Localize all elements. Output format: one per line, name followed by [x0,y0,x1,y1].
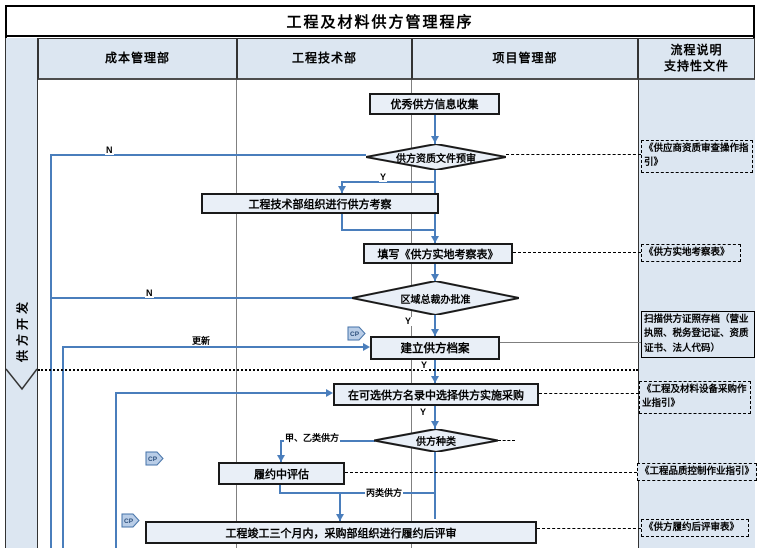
connector-merge-h [279,492,436,494]
phase-band [5,38,38,548]
checkpoint-tag-1: CP [347,326,366,341]
arrow-reselect-into-box5 [326,389,333,397]
docref-field-inspection-form: 《供方实地考察表》 [641,244,741,263]
checkpoint-label: CP [124,518,134,525]
edge-label-class-c: 丙类供方 [365,488,404,498]
docref-connector-1 [506,154,641,155]
edge-label-yes-2: Y [404,316,413,326]
edge-label-update: 更新 [191,336,212,346]
connector-update-h [62,346,364,348]
process-organize-supplier-inspection: 工程技术部组织进行供方考察 [201,193,439,214]
lane-header-project-dept: 项目管理部 [412,38,638,80]
arrow-into-box4 [431,329,439,336]
process-label: 工程竣工三个月内，采购部组织进行履约后评审 [225,527,457,540]
lane-header-label: 成本管理部 [104,50,170,65]
process-create-supplier-file: 建立供方档案 [370,336,500,360]
process-label: 在可选供方名录中选择供方实施采购 [348,389,524,402]
arrow-into-box2 [338,186,346,193]
edge-label-class-ab: 甲、乙类供方 [284,433,341,443]
phase-band-chevron [5,368,38,391]
connector-box6-out-v [279,485,281,494]
process-select-supplier-procure: 在可选供方名录中选择供方实施采购 [333,383,539,406]
connector-d1-yes-h [341,181,436,183]
arrow-into-box3 [431,236,439,243]
decision-regional-president-approval: 区域总裁办批准 [352,281,519,315]
lane-header-label-line2: 支持性文件 [663,58,729,73]
page-title: 工程及材料供方管理程序 [286,13,474,31]
lane-header-label-line1: 流程说明 [670,42,723,57]
lane-header-cost-dept: 成本管理部 [38,38,237,80]
decision-label: 区域总裁办批准 [400,294,471,306]
d3-right-stub [498,440,515,441]
connector-main-spine [434,115,436,519]
arrow-into-d3 [431,421,439,428]
phase-separator-dotted [38,369,638,371]
lane-divider-2 [411,80,412,548]
arrow-into-box5 [431,376,439,383]
docref-connector-3 [500,342,641,343]
connector-update-v [62,346,64,548]
lane-header-engineering-dept: 工程技术部 [237,38,412,80]
process-label: 履约中评估 [254,468,309,481]
connector-class-ab-v [280,440,282,462]
checkpoint-tag-2: CP [145,451,164,466]
decision-label: 供方种类 [416,437,456,448]
process-fill-inspection-form: 填写《供方实地考察表》 [363,243,513,264]
lane-header-label: 项目管理部 [492,50,558,65]
process-label: 建立供方档案 [400,343,470,355]
process-collect-supplier-info: 优秀供方信息收集 [369,93,500,115]
connector-reselect-h [115,392,327,394]
edge-label-no-1: N [105,145,114,155]
connector-merge-v [339,492,341,521]
connector-d1-no-h [50,154,366,156]
process-label: 填写《供方实地考察表》 [377,248,499,261]
arrow-into-box6 [277,455,285,462]
docref-connector-4 [539,393,639,394]
decision-supplier-type: 供方种类 [374,429,498,452]
checkpoint-tag-3: CP [121,513,140,528]
arrow-into-box7 [336,514,344,521]
arrow-into-d1 [431,136,439,143]
diagram-title-cell: 工程及材料供方管理程序 [5,5,755,37]
process-label: 优秀供方信息收集 [390,99,479,111]
connector-no-return-v [50,154,52,548]
connector-d2-no-h [50,297,353,299]
connector-box2-out-h [341,229,436,231]
process-inperformance-evaluation: 履约中评估 [218,462,345,485]
edge-label-yes-3: Y [420,360,429,370]
docref-connector-2 [513,252,641,253]
docref-procurement-work-guide: 《工程及材料设备采购作业指引》 [639,381,751,414]
edge-label-no-2: N [145,288,154,298]
docref-scan-certificates-note: 扫描供方证照存档（营业执照、税务登记证、资质证书、法人代码） [641,311,755,358]
process-label: 工程技术部组织进行供方考察 [248,198,392,211]
decision-label: 供方资质文件预审 [396,153,476,165]
lane-header-supporting-docs: 流程说明 支持性文件 [638,38,755,80]
docref-connector-6 [537,528,641,529]
lane-header-label: 工程技术部 [291,50,357,65]
arrow-into-d2 [431,274,439,281]
edge-label-yes-1: Y [379,172,388,182]
docref-connector-5 [345,472,637,473]
docref-quality-control-guide: 《工程品质控制作业指引》 [637,463,757,482]
connector-reselect-v [115,392,117,548]
docref-qualification-review-guide: 《供应商资质审查操作指引》 [641,140,753,173]
checkpoint-label: CP [350,331,360,338]
checkpoint-label: CP [148,456,158,463]
arrow-update-into-box4 [363,343,370,351]
docref-post-performance-review-form: 《供方履约后评审表》 [641,519,749,538]
lane-divider-1 [236,80,237,548]
edge-label-yes-4: Y [419,407,428,417]
connector-box2-out-v [341,214,343,231]
decision-qualification-prereview: 供方资质文件预审 [366,144,506,170]
process-post-performance-review: 工程竣工三个月内，采购部组织进行履约后评审 [145,521,537,544]
